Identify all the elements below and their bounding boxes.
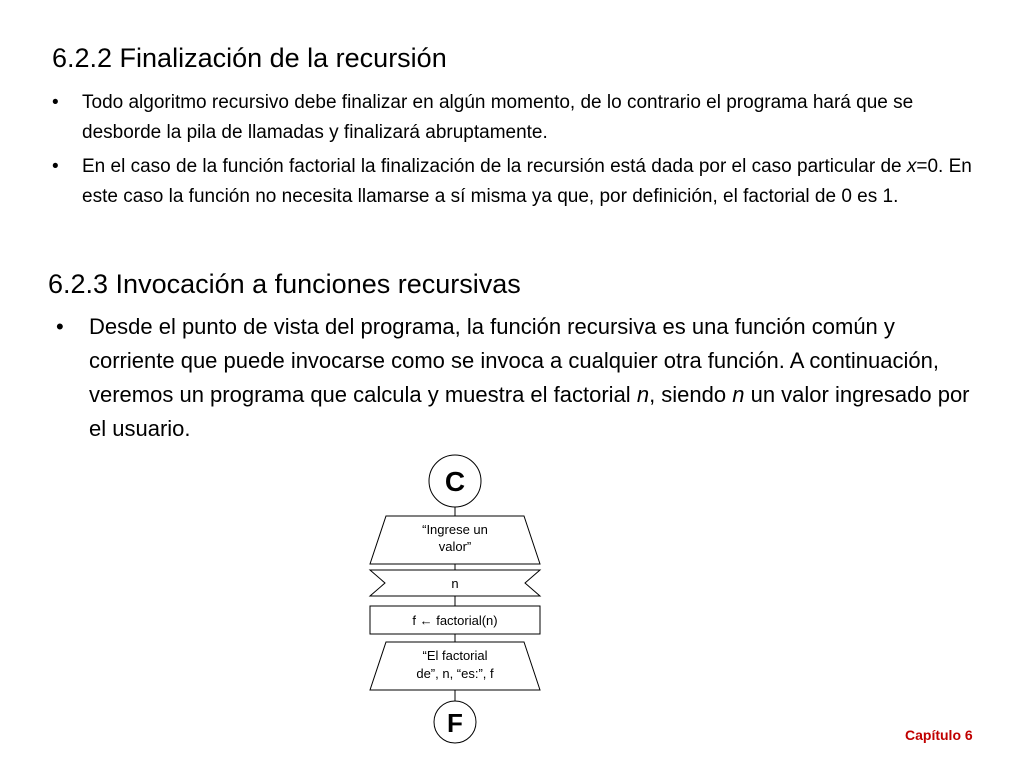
- bullet-list-finalizacion: • Todo algoritmo recursivo debe finaliza…: [44, 88, 994, 216]
- start-terminal: [428, 454, 482, 508]
- output-prompt-line: “Ingrese un: [422, 522, 488, 537]
- process-box: [369, 605, 541, 635]
- end-terminal: [433, 700, 477, 744]
- process-label: f ← factorial(n): [412, 613, 497, 628]
- start-label: C: [445, 466, 465, 497]
- bullet-item: • Desde el punto de vista del programa, …: [44, 310, 974, 446]
- end-label: F: [447, 708, 463, 738]
- input-label: n: [451, 576, 458, 591]
- output-result-shape: [369, 641, 541, 691]
- bullet-item: • En el caso de la función factorial la …: [44, 152, 994, 212]
- section-title-finalizacion: 6.2.2 Finalización de la recursión: [52, 43, 447, 73]
- input-shape: [368, 569, 542, 597]
- output-prompt-shape: [369, 515, 541, 565]
- output-result-line: de”, n, “es:”, f: [416, 666, 494, 681]
- bullet-dot: •: [52, 92, 59, 113]
- chapter-footer: Capítulo 6: [905, 727, 973, 743]
- bullet-text: Desde el punto de vista del programa, la…: [89, 314, 970, 441]
- output-result-line: “El factorial: [422, 648, 487, 663]
- flowchart-diagram: C “Ingrese un valor” n f ← factorial(n) …: [368, 454, 542, 744]
- bullet-list-invocacion: • Desde el punto de vista del programa, …: [44, 310, 974, 446]
- bullet-text: En el caso de la función factorial la fi…: [82, 156, 972, 207]
- section-title-invocacion: 6.2.3 Invocación a funciones recursivas: [48, 269, 521, 299]
- bullet-text: Todo algoritmo recursivo debe finalizar …: [82, 92, 914, 143]
- bullet-dot: •: [52, 156, 59, 177]
- bullet-item: • Todo algoritmo recursivo debe finaliza…: [44, 88, 994, 148]
- bullet-dot: •: [56, 314, 64, 339]
- output-prompt-line: valor”: [439, 539, 472, 554]
